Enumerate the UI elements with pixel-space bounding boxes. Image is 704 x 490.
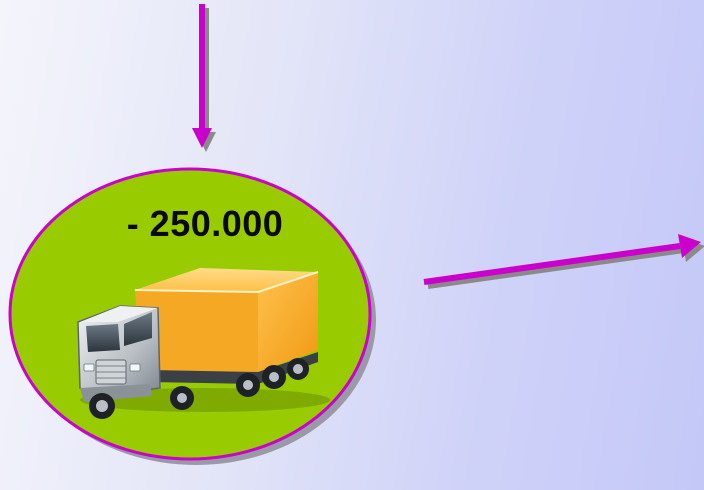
- node-value-label: - 250.000: [95, 203, 315, 245]
- outgoing-arrow: [424, 234, 704, 286]
- incoming-arrow: [192, 4, 216, 152]
